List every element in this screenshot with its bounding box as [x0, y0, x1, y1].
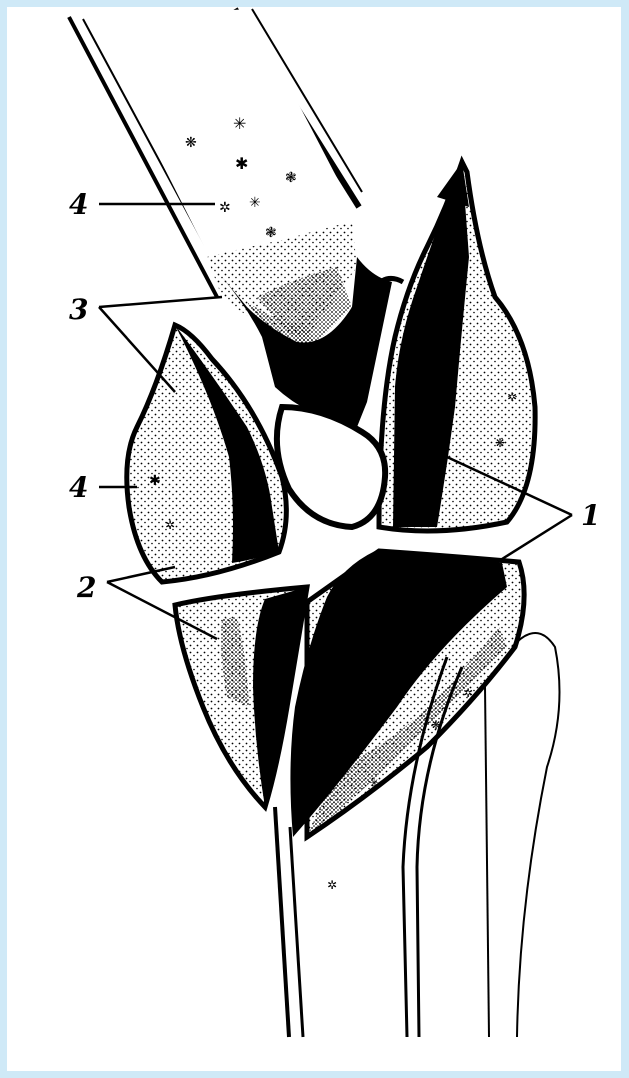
svg-text:✲: ✲ — [219, 200, 231, 216]
label-femur-marrow: 4 — [69, 188, 88, 221]
svg-text:✲: ✲ — [165, 518, 175, 532]
svg-text:❃: ❃ — [285, 170, 297, 186]
label-patella-marrow: 4 — [69, 471, 88, 504]
knee-joint-diagram: ✳ ❋ ✱ ❃ ✲ ✳ ❃ ✱ ✲ ✲ ❋ ✲ ❋ ✳ ✲ 4 3 4 2 1 — [7, 7, 621, 1071]
svg-text:✲: ✲ — [507, 390, 517, 404]
svg-text:✳: ✳ — [233, 114, 246, 133]
svg-text:❃: ❃ — [265, 225, 277, 241]
svg-text:✱: ✱ — [235, 154, 248, 173]
label-ossification-nuclei: 3 — [69, 293, 88, 326]
svg-text:✳: ✳ — [249, 195, 261, 211]
svg-text:✱: ✱ — [149, 473, 161, 489]
tibia — [275, 551, 560, 1037]
femoral-epiphysis — [379, 162, 535, 531]
tibial-tuberosity — [175, 587, 307, 807]
svg-text:✲: ✲ — [463, 686, 473, 700]
svg-text:✳: ✳ — [369, 776, 379, 790]
femur — [69, 9, 403, 427]
label-joint-space: 1 — [581, 499, 600, 532]
diagram-frame: ✳ ❋ ✱ ❃ ✲ ✳ ❃ ✱ ✲ ✲ ❋ ✲ ❋ ✳ ✲ 4 3 4 2 1 — [7, 7, 621, 1071]
svg-text:❋: ❋ — [431, 718, 441, 732]
ossification-nucleus — [277, 407, 385, 527]
svg-text:✲: ✲ — [327, 878, 337, 892]
label-articular-cartilage: 2 — [76, 571, 96, 604]
svg-text:❋: ❋ — [495, 436, 505, 450]
svg-text:❋: ❋ — [185, 135, 197, 151]
